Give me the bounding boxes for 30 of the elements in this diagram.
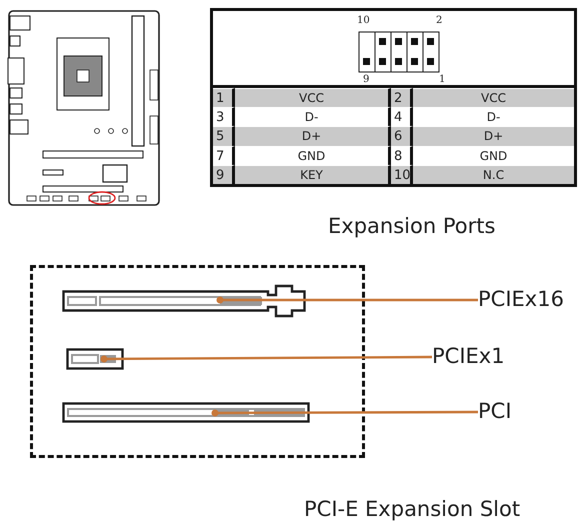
- table-cell: VCC: [413, 88, 574, 108]
- caption: PCI-E Expansion Slot: [304, 496, 520, 522]
- leader-line: [100, 356, 432, 362]
- table-cell: D+: [413, 126, 574, 146]
- expansion-slot: [62, 284, 306, 318]
- table-cell: 5: [213, 126, 235, 146]
- pin-number: 9: [363, 74, 370, 86]
- slot-label: PCIEx1: [432, 343, 516, 371]
- expansion-slot: [66, 348, 124, 370]
- slot-label: PCI: [478, 398, 522, 426]
- leader-line: [216, 296, 478, 304]
- caption: Expansion Ports: [328, 213, 496, 239]
- table-cell: GND: [235, 146, 391, 165]
- pin-number: 10: [357, 15, 370, 27]
- table-cell: VCC: [235, 88, 391, 108]
- table-cell: 6: [391, 126, 413, 146]
- slot-label: PCIEx16: [478, 286, 578, 314]
- leader-line: [212, 410, 478, 416]
- table-cell: 2: [391, 88, 413, 108]
- table-cell: 8: [391, 146, 413, 165]
- table-cell: D+: [235, 126, 391, 146]
- table-cell: 10: [391, 164, 413, 184]
- table-cell: 7: [213, 146, 235, 165]
- table-cell: N.C: [413, 164, 574, 184]
- pin-number: 2: [436, 15, 442, 27]
- pin-number: 1: [439, 74, 446, 86]
- table-cell: 1: [213, 88, 235, 108]
- table-cell: 9: [213, 164, 235, 184]
- table-cell: KEY: [235, 164, 391, 184]
- expansion-slot: [62, 402, 310, 423]
